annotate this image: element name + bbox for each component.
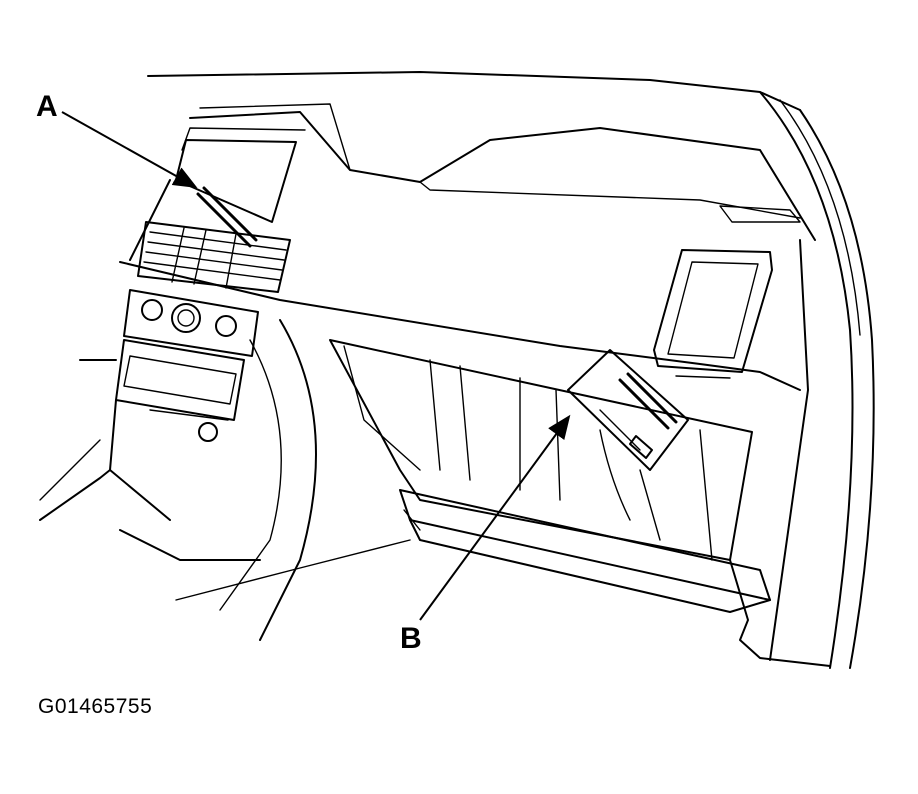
removal-tool-a — [196, 192, 252, 248]
removal-tool-b — [618, 378, 670, 430]
dash-upper-cover — [189, 111, 816, 241]
a-pillar — [759, 91, 854, 669]
right-vent — [653, 249, 773, 373]
callout-label-b: B — [400, 622, 422, 655]
bracket-plate — [567, 349, 689, 471]
center-knob — [171, 303, 201, 333]
leader-line-b — [419, 414, 571, 621]
dash-lower-edge — [119, 261, 801, 391]
glovebox-opening — [329, 339, 753, 561]
figure-id: G01465755 — [38, 695, 153, 718]
leader-line-a — [61, 111, 198, 188]
center-display — [175, 139, 297, 223]
center-vent — [137, 221, 291, 293]
dash-top-edge — [147, 71, 801, 111]
center-stack — [115, 339, 245, 421]
callout-label-a: A — [36, 90, 58, 123]
